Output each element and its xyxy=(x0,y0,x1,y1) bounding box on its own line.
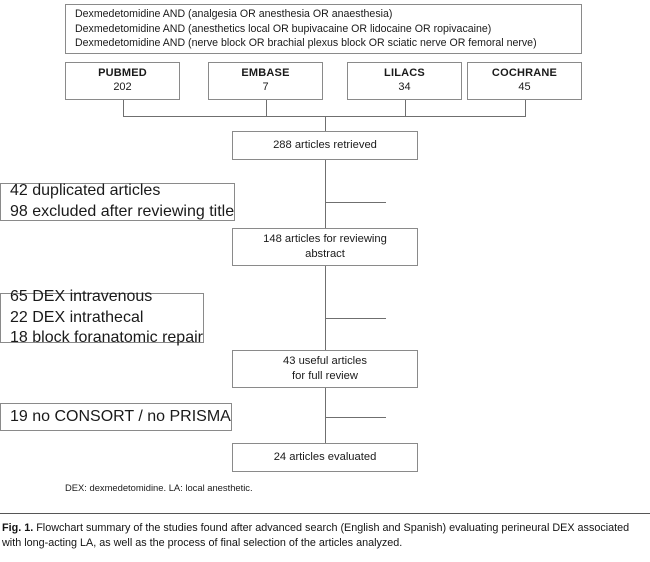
database-count-lilacs: 34 xyxy=(398,81,411,93)
database-count-cochrane: 45 xyxy=(518,81,531,93)
query-line-2: Dexmedetomidine AND (anesthetics local O… xyxy=(75,22,492,35)
exclusion-1-line-2: 98 excluded after reviewing title xyxy=(10,203,235,220)
connector-retrieved-to-abstract xyxy=(325,160,326,229)
caption-divider xyxy=(0,513,650,514)
exclusion-box-no-consort-prisma: 19 no CONSORT / no PRISMA xyxy=(0,403,232,431)
query-line-1: Dexmedetomidine AND (analgesia OR anesth… xyxy=(75,8,393,21)
stage-retrieved-line-1: 288 articles retrieved xyxy=(273,139,377,152)
connector-branch-exclusion-3 xyxy=(325,417,386,418)
connector-branch-exclusion-1 xyxy=(325,202,386,203)
database-box-cochrane: COCHRANE 45 xyxy=(467,62,582,100)
database-name-lilacs: LILACS xyxy=(384,67,425,80)
connector-collector-to-retrieved xyxy=(325,116,326,132)
stage-abstract-line-1: 148 articles for reviewing xyxy=(263,233,387,246)
figure-footnote-abbreviations: DEX: dexmedetomidine. LA: local anesthet… xyxy=(65,482,253,493)
connector-branch-exclusion-2 xyxy=(325,318,386,319)
stage-box-articles-for-abstract-review: 148 articles for reviewing abstract xyxy=(232,228,418,266)
database-box-pubmed: PUBMED 202 xyxy=(65,62,180,100)
stage-abstract-line-2: abstract xyxy=(305,248,345,260)
database-name-cochrane: COCHRANE xyxy=(491,67,558,80)
exclusion-2-line-2: 22 DEX intrathecal xyxy=(10,308,144,326)
query-line-3: Dexmedetomidine AND (nerve block OR brac… xyxy=(75,37,537,50)
database-count-pubmed: 202 xyxy=(113,81,132,93)
database-name-pubmed: PUBMED xyxy=(98,67,147,80)
figure-caption-text: Flowchart summary of the studies found a… xyxy=(2,522,630,550)
connector-embase-stub xyxy=(266,100,267,116)
exclusion-3-line-1: 19 no CONSORT / no PRISMA xyxy=(10,407,231,425)
figure-caption: Fig. 1. Flowchart summary of the studies… xyxy=(2,521,650,552)
exclusion-box-dex-route-groups: 65 DEX intravenous 22 DEX intrathecal 18… xyxy=(0,288,204,346)
search-query-box: Dexmedetomidine AND (analgesia OR anesth… xyxy=(65,4,582,54)
stage-box-articles-retrieved: 288 articles retrieved xyxy=(232,131,418,160)
exclusion-box-duplicates-titles: 42 duplicated articles 98 excluded after… xyxy=(0,182,236,221)
exclusion-1-line-1: 42 duplicated articles xyxy=(10,182,161,200)
database-count-embase: 7 xyxy=(262,81,269,93)
exclusion-2-line-1: 65 DEX intravenous xyxy=(10,287,153,305)
stage-evaluated-line-1: 24 articles evaluated xyxy=(273,451,377,464)
stage-useful-line-2: for full review xyxy=(292,370,358,382)
connector-lilacs-stub xyxy=(405,100,406,116)
database-name-embase: EMBASE xyxy=(241,67,290,80)
connector-pubmed-stub xyxy=(123,100,124,116)
figure-caption-label: Fig. 1. xyxy=(2,522,34,534)
connector-useful-to-evaluated xyxy=(325,388,326,444)
exclusion-2-line-3: 18 block foranatomic repair xyxy=(10,329,203,347)
connector-collector-bar xyxy=(123,116,526,117)
database-box-lilacs: LILACS 34 xyxy=(347,62,462,100)
connector-abstract-to-useful xyxy=(325,266,326,351)
flowchart-figure: Dexmedetomidine AND (analgesia OR anesth… xyxy=(0,4,582,493)
connector-cochrane-stub xyxy=(525,100,526,116)
stage-box-articles-evaluated: 24 articles evaluated xyxy=(232,443,418,472)
stage-useful-line-1: 43 useful articles xyxy=(283,355,367,368)
stage-box-useful-articles: 43 useful articles for full review xyxy=(232,350,418,388)
database-box-embase: EMBASE 7 xyxy=(208,62,323,100)
